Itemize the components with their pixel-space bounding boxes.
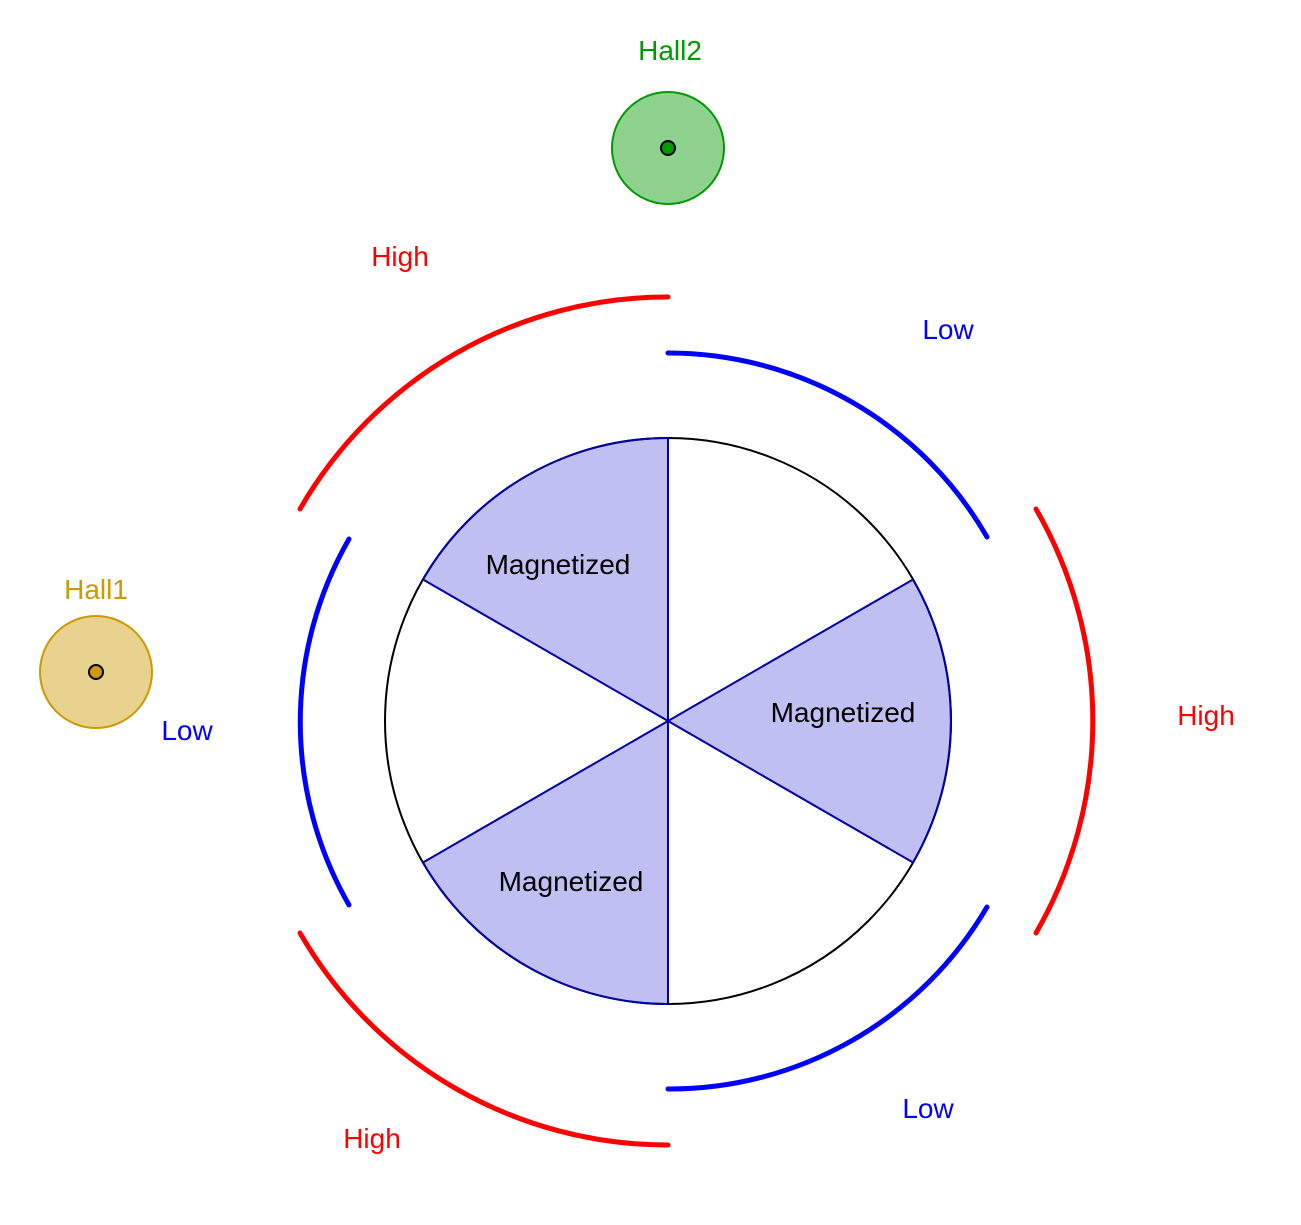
magnetized-label-top-left: Magnetized <box>486 549 631 580</box>
sector-divider-diagonal-b <box>422 578 914 864</box>
magnetized-sector-right <box>668 579 951 863</box>
hall-sensor-1: Hall1 <box>39 574 153 729</box>
magnetized-rim-right <box>912 579 952 863</box>
magnetized-rim-bottom-left <box>422 861 669 1005</box>
magnetized-sector-top-left <box>423 438 668 721</box>
state-arcs: High High High Low Low Low <box>161 241 1234 1154</box>
low-label-bottom: Low <box>902 1093 954 1124</box>
magnetized-sector-bottom-left <box>423 721 668 1004</box>
hall2-label: Hall2 <box>638 35 702 66</box>
magnetized-label-right: Magnetized <box>771 697 916 728</box>
hall2-sensor-dot <box>660 140 676 156</box>
low-arc-left <box>297 536 352 908</box>
rotor: Magnetized Magnetized Magnetized <box>384 437 952 1005</box>
high-label-bottom: High <box>343 1123 401 1154</box>
low-arc-top <box>665 350 990 540</box>
high-label-top: High <box>371 241 429 272</box>
hall1-sensor-dot <box>88 664 104 680</box>
magnetized-label-bottom-left: Magnetized <box>499 866 644 897</box>
high-arc-top <box>297 294 671 512</box>
magnetized-rim-top-left <box>422 437 669 581</box>
low-label-top: Low <box>922 314 974 345</box>
high-label-right: High <box>1177 700 1235 731</box>
hall1-label: Hall1 <box>64 574 128 605</box>
hall-sensor-2: Hall2 <box>611 35 725 205</box>
low-label-left: Low <box>161 715 213 746</box>
low-arc-bottom <box>665 904 990 1092</box>
high-arc-right <box>1033 506 1096 936</box>
high-arc-bottom <box>297 930 671 1148</box>
